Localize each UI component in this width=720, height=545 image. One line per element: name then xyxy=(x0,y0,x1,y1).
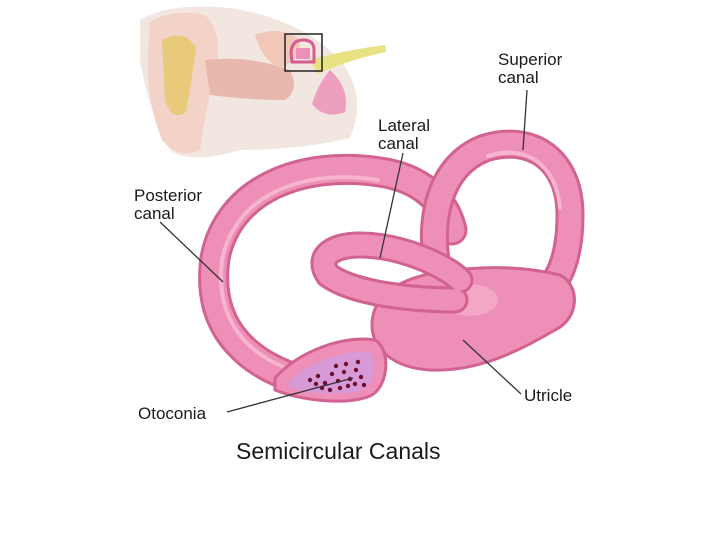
otoconia-crystal xyxy=(352,381,358,387)
otoconia-crystal xyxy=(341,369,347,375)
otoconia-leader-line xyxy=(226,377,354,413)
label-posterior-canal: Posterior canal xyxy=(134,187,202,223)
posterior-leader-line xyxy=(159,221,224,283)
superior-leader-line xyxy=(522,89,528,151)
label-utricle: Utricle xyxy=(524,386,573,405)
label-otoconia: Otoconia xyxy=(138,404,207,423)
otoconia-ampulla xyxy=(273,337,388,403)
otoconia-crystal xyxy=(353,367,359,373)
otoconia-crystal xyxy=(358,374,364,380)
canals-illustration xyxy=(198,129,585,403)
otoconia-crystal xyxy=(315,373,321,379)
otoconia-crystal xyxy=(337,385,343,391)
auditory-nerve xyxy=(310,45,386,74)
inset-highlight-box xyxy=(284,33,323,72)
otoconia-crystal xyxy=(343,361,349,367)
label-superior-line2: canal xyxy=(498,68,539,87)
diagram-caption: Semicircular Canals xyxy=(236,438,441,464)
label-superior-canal: Superior canal xyxy=(498,51,562,87)
otoconia-crystal xyxy=(329,371,335,377)
otoconia-crystal xyxy=(313,381,319,387)
label-lateral-line2: canal xyxy=(378,134,419,153)
otoconia-crystal xyxy=(327,387,333,393)
otoconia-crystal xyxy=(345,383,351,389)
ear-canal xyxy=(205,58,294,100)
otoconia-dots xyxy=(307,359,367,393)
utricle-shape xyxy=(370,266,576,372)
label-superior-line1: Superior xyxy=(498,50,563,69)
otoconia-crystal xyxy=(307,377,313,383)
label-posterior-line1: Posterior xyxy=(134,186,203,205)
ear-cartilage xyxy=(162,35,196,116)
otoconia-crystal xyxy=(361,382,367,388)
label-lateral-canal: Lateral canal xyxy=(378,117,430,153)
label-lateral-line1: Lateral xyxy=(378,116,430,135)
otoconia-crystal xyxy=(355,359,361,365)
otoconia-crystal xyxy=(333,363,339,369)
otoconia-crystal xyxy=(322,380,328,386)
label-posterior-line2: canal xyxy=(134,204,175,223)
ear-inset-illustration xyxy=(140,6,386,158)
lateral-leader-line xyxy=(379,152,404,259)
leader-lines xyxy=(159,89,528,413)
utricle-leader-line xyxy=(462,339,522,395)
